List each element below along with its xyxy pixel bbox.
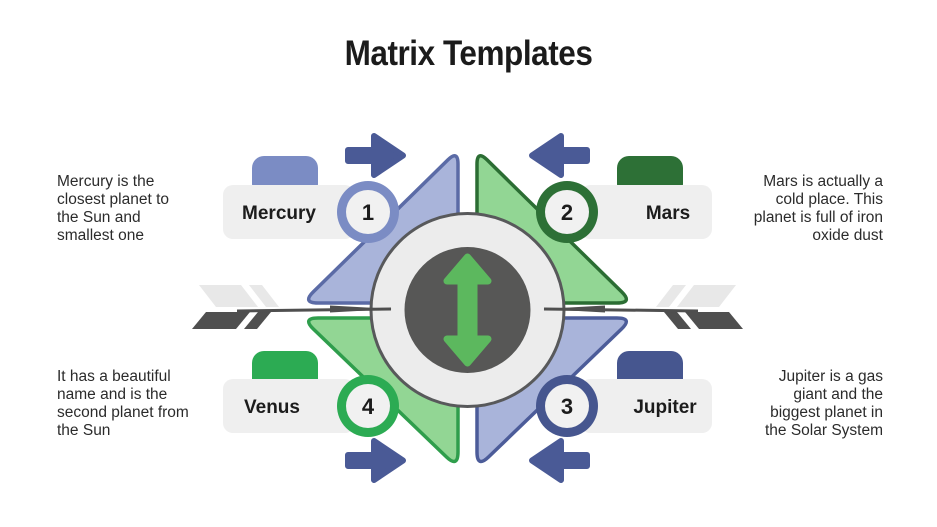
- jupiter-number: 3: [561, 394, 573, 419]
- mercury-number-circle: [346, 190, 390, 234]
- jupiter-description: Jupiter is a gas giant and the biggest p…: [764, 368, 883, 439]
- jupiter-label: Jupiter: [633, 397, 697, 418]
- venus-arrow-right-icon: [345, 438, 406, 483]
- mars-number: 2: [561, 200, 573, 225]
- feather-light-icon: [249, 285, 279, 307]
- feather-dark-icon: [664, 312, 691, 329]
- venus-number: 4: [362, 394, 375, 419]
- mars-label: Mars: [646, 203, 690, 224]
- horizontal-arrow-right: [543, 285, 743, 329]
- mercury-label-group: Mercury 1: [223, 156, 399, 243]
- venus-label-group: Venus 4: [223, 351, 399, 437]
- venus-description: It has a beautiful name and is the secon…: [57, 368, 189, 439]
- mercury-label: Mercury: [242, 203, 316, 224]
- horizontal-arrow-left: [192, 285, 392, 329]
- feather-light-icon: [677, 285, 736, 307]
- feather-dark-icon: [192, 312, 250, 329]
- venus-number-circle: [346, 384, 390, 428]
- mercury-description: Mercury is the closest planet to the Sun…: [57, 173, 170, 244]
- mercury-number: 1: [362, 200, 374, 225]
- feather-light-icon: [656, 285, 686, 307]
- arrow-dart-icon: [330, 305, 392, 313]
- page-title: Matrix Templates: [344, 34, 593, 73]
- mercury-arrow-right-icon: [345, 133, 406, 178]
- mars-arrow-left-icon: [529, 133, 590, 178]
- feather-dark-icon: [244, 312, 271, 329]
- venus-label: Venus: [244, 397, 300, 418]
- venus-pill: [223, 379, 355, 433]
- jupiter-arrow-left-icon: [529, 438, 590, 483]
- jupiter-number-circle: [545, 384, 589, 428]
- mars-pill: [580, 185, 712, 239]
- jupiter-pill: [580, 379, 712, 433]
- arrow-dart-icon: [543, 305, 605, 313]
- mercury-pill: [223, 185, 355, 239]
- up-down-arrow-icon: [443, 253, 492, 367]
- feather-light-icon: [199, 285, 258, 307]
- jupiter-label-group: Jupiter 3: [536, 351, 712, 437]
- center-circle: [369, 212, 566, 408]
- mars-label-group: Mars 2: [536, 156, 712, 243]
- mars-number-circle: [545, 190, 589, 234]
- mars-description: Mars is actually a cold place. This plan…: [753, 173, 883, 244]
- feather-dark-icon: [685, 312, 743, 329]
